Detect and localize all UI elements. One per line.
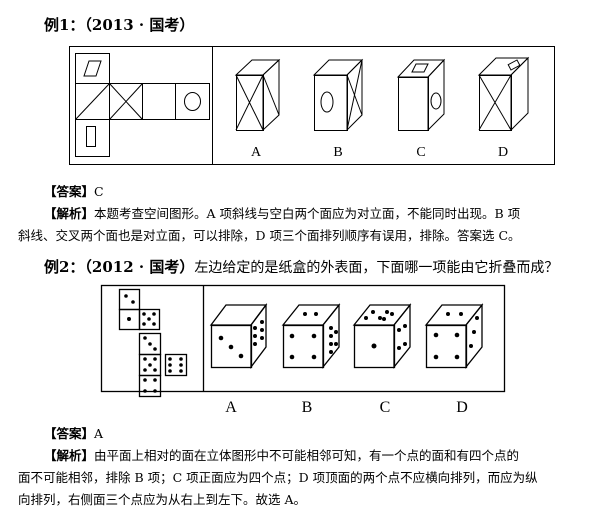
- example2-option-a-label: A: [225, 399, 237, 416]
- example1-option-d-label: D: [497, 145, 509, 160]
- example2-analysis-label: 【解析】: [44, 448, 95, 463]
- example1-analysis-label: 【解析】: [44, 206, 95, 221]
- example2-option-b-label: B: [301, 399, 313, 416]
- cube-option-c: [396, 58, 446, 132]
- dice-option-d: [424, 303, 484, 369]
- example1-analysis-line2: 斜线、交叉两个面也是对立面，可以排除，D 项三个面排列顺序有误用，排除。答案选 …: [18, 228, 521, 243]
- cube-option-b: [312, 58, 364, 132]
- cube-net-1: [75, 53, 210, 157]
- example1-option-b-label: B: [333, 145, 343, 160]
- dice-option-c: [352, 303, 412, 369]
- example2-title-row: 例2：（2012 · 国考）左边给定的是纸盒的外表面，下面哪一项能由它折叠而成？: [44, 256, 558, 277]
- example2-answer: 【答案】A: [44, 423, 604, 445]
- dice-net: [118, 288, 188, 398]
- example2-answer-label: 【答案】: [44, 426, 95, 441]
- example2-option-c-label: C: [379, 399, 391, 416]
- dice-option-a: [209, 303, 268, 369]
- example1-option-c-label: C: [416, 145, 426, 160]
- cube-option-a: [234, 58, 281, 132]
- example1-answer-value: C: [94, 184, 104, 199]
- example2-analysis-line1: 【解析】由平面上相对的面在立体图形中不可能相邻可知，有一个点的面和有四个点的: [44, 448, 520, 463]
- example2-analysis-line2: 面不可能相邻，排除 B 项；C 项正面应为四个点；D 项顶面的两个点不应横向排列…: [18, 470, 538, 485]
- example1-answer-label: 【答案】: [44, 184, 95, 199]
- example2-title: 例2：（2012 · 国考）: [44, 258, 195, 276]
- example1-answer: 【答案】C: [44, 181, 604, 203]
- example2-figure-frame: [100, 284, 506, 393]
- example1-title: 例1：（2013 · 国考）: [44, 16, 195, 34]
- cube-option-d: [477, 56, 530, 132]
- dice-option-b: [281, 303, 341, 369]
- example2-answer-value: A: [94, 426, 104, 441]
- example1-option-a-label: A: [250, 145, 262, 160]
- example2-question: 左边给定的是纸盒的外表面，下面哪一项能由它折叠而成？: [194, 260, 559, 276]
- example2-analysis-line3: 向排列，右侧面三个点应为从右上到左下。故选 A。: [18, 492, 307, 507]
- example1-analysis-line1: 【解析】本题考查空间图形。A 项斜线与空白两个面应为对立面，不能同时出现。B 项: [44, 206, 521, 221]
- example1-figure-frame: [69, 46, 555, 165]
- example2-option-d-label: D: [456, 399, 468, 416]
